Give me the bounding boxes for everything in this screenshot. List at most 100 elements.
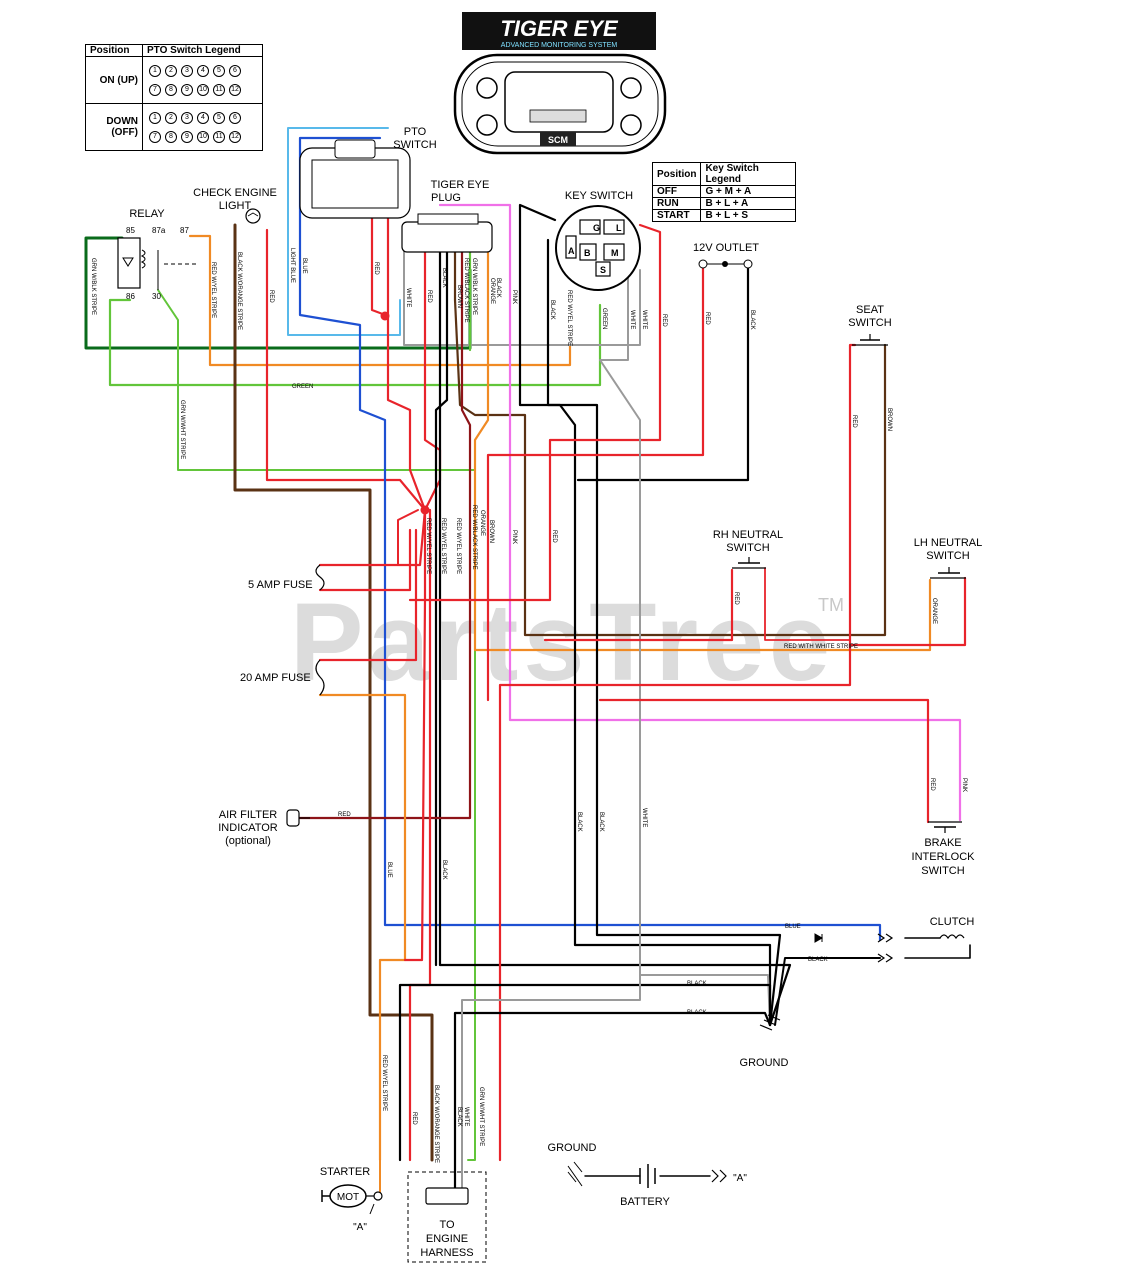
starter-label: STARTER	[320, 1166, 370, 1178]
starter: MOT STARTER "A"	[320, 1166, 383, 1233]
air-filter-label-3: (optional)	[225, 835, 271, 847]
pto-legend-header-title: PTO Switch Legend	[142, 44, 263, 57]
seat-switch-label-1: SEAT	[856, 304, 884, 316]
label-black-low: BLACK	[441, 860, 447, 880]
label-rh-red: RED	[733, 592, 739, 605]
pto-legend-pin: 3	[181, 65, 193, 77]
wire-orange-relay87	[188, 234, 572, 367]
relay-pin-85: 85	[126, 226, 135, 235]
wire-orange-plug	[473, 226, 932, 652]
pto-legend-pin: 5	[213, 65, 225, 77]
label-black-clutch: BLACK	[808, 957, 828, 963]
engine-harness: TO ENGINE HARNESS	[407, 1171, 487, 1263]
label-red-wyel-mid: RED W/YEL STRIPE	[425, 518, 431, 574]
key-terminal-g: G	[593, 223, 600, 233]
check-engine-label-2: LIGHT	[219, 200, 252, 212]
label-black-outlet: BLACK	[749, 310, 755, 330]
battery-label: BATTERY	[620, 1196, 670, 1208]
junction-red-bundle	[420, 505, 430, 515]
logo-text: TIGER EYE	[500, 16, 619, 41]
junction-red-pto	[380, 311, 390, 321]
key-terminal-l: L	[616, 223, 622, 233]
clutch-label: CLUTCH	[930, 916, 975, 928]
wire-red-rh-neutral	[543, 568, 734, 642]
label-white-key: WHITE	[629, 310, 635, 329]
key-legend-header-position: Position	[651, 162, 702, 186]
pto-legend-on-label: ON (UP)	[85, 56, 143, 104]
engine-harness-label-1: TO	[439, 1219, 455, 1231]
pto-legend-pin: 12	[229, 131, 241, 143]
label-brown-mid: BROWN	[488, 520, 494, 543]
pto-legend-pin: 7	[149, 84, 161, 96]
wire-red-seat	[498, 343, 857, 1162]
label-air-red: RED	[338, 812, 351, 818]
pto-legend-pin: 9	[181, 131, 193, 143]
label-red-pto: RED	[373, 262, 379, 275]
label-red-eng: RED	[411, 1112, 417, 1125]
label-green-key: GREEN	[601, 308, 607, 329]
label-red-mid: RED	[551, 530, 557, 543]
label-red-wwht: RED WITH WHITE STRIPE	[784, 644, 858, 650]
tiger-eye-logo: TIGER EYE ADVANCED MONITORING SYSTEM	[462, 12, 656, 50]
pto-legend-pin: 11	[213, 84, 225, 96]
ground-label: GROUND	[740, 1057, 789, 1069]
pto-legend-pin: 3	[181, 112, 193, 124]
relay-pin-87: 87	[180, 226, 189, 235]
label-blk-worg: BLACK W/ORANGE STRIPE	[236, 252, 242, 330]
pto-legend-pin: 8	[165, 131, 177, 143]
seat-switch-label-2: SWITCH	[848, 317, 891, 329]
wire-labels: GRN W/BLK STRIPE RED W/YEL STRIPE BLACK …	[90, 248, 967, 1163]
label-blk-worg-low: BLACK W/ORANGE STRIPE	[433, 1085, 439, 1163]
key-legend-run-value: B + L + A	[700, 197, 796, 210]
pto-switch-label-2: SWITCH	[393, 139, 436, 151]
label-blue-pto: BLUE	[301, 258, 307, 274]
wire-black-outlet	[576, 263, 750, 482]
label-white-key2: WHITE	[641, 310, 647, 329]
label-red-plug: RED	[426, 290, 432, 303]
label-red-wyel-mid2: RED W/YEL STRIPE	[440, 518, 446, 574]
wire-brown-plug	[453, 243, 887, 637]
key-switch-legend: Position Key Switch Legend OFF G + M + A…	[651, 162, 796, 222]
label-blue-clutch: BLUE	[785, 924, 801, 930]
watermark-tm: TM	[818, 595, 844, 615]
starter-ref: "A"	[353, 1222, 367, 1233]
key-terminal-a: A	[568, 246, 575, 256]
display-button-4	[620, 114, 642, 136]
pto-legend-pin: 2	[165, 112, 177, 124]
pto-legend-pin: 4	[197, 112, 209, 124]
wire-grn-wwht-stripe	[157, 289, 476, 1161]
battery-ref: "A"	[733, 1173, 747, 1184]
label-light-blue: LIGHT BLUE	[289, 248, 295, 283]
fuse-5-amp: 5 AMP FUSE	[248, 564, 325, 591]
wire-red-wblk-stripe	[296, 243, 472, 820]
label-pink-mid: PINK	[511, 530, 517, 544]
key-legend-off-value: G + M + A	[700, 185, 796, 198]
wire-red-bundle3	[397, 509, 419, 566]
label-red-wyel: RED W/YEL STRIPE	[210, 262, 216, 318]
label-seat-brown: BROWN	[886, 408, 892, 431]
pto-legend-pin: 7	[149, 131, 161, 143]
wire-black-key2	[546, 238, 782, 1027]
label-black-eng: BLACK	[456, 1107, 462, 1127]
pto-legend-pin: 1	[149, 112, 161, 124]
relay-label: RELAY	[129, 208, 165, 220]
relay: 85 87a 87 86 30 RELAY	[117, 208, 196, 301]
wire-red-check-engine	[265, 228, 427, 512]
label-red-key: RED	[661, 314, 667, 327]
label-black-g2: BLACK	[687, 1010, 707, 1016]
label-pink: PINK	[511, 290, 517, 304]
label-seat-red: RED	[851, 415, 857, 428]
label-red-outlet: RED	[704, 312, 710, 325]
key-legend-run: RUN	[651, 197, 702, 210]
seat-switch: SEAT SWITCH	[848, 304, 892, 346]
pto-legend-pin: 6	[229, 65, 241, 77]
plug-label-1: TIGER EYE	[431, 179, 490, 191]
label-red-check: RED	[268, 290, 274, 303]
wire-black-key	[518, 203, 772, 1027]
wire-black-clutch	[774, 957, 881, 1026]
